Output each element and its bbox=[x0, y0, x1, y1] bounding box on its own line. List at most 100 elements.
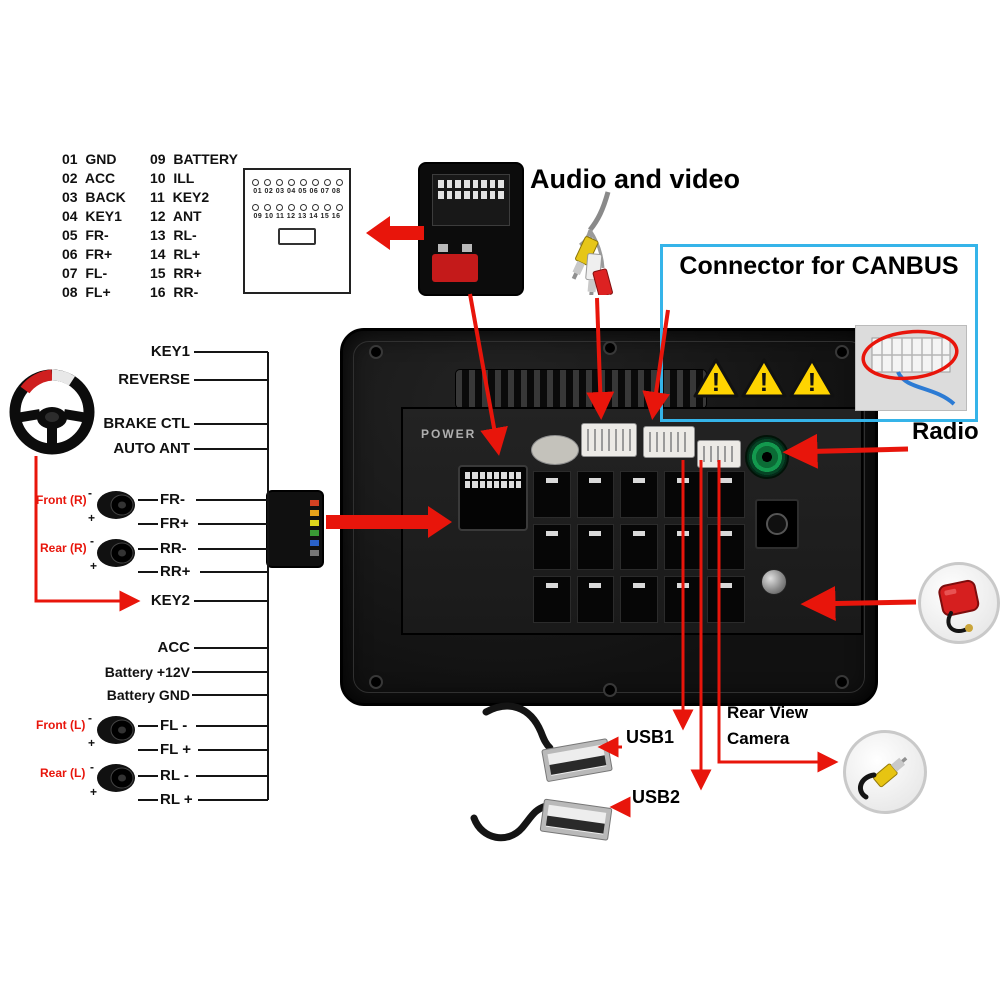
fuse-contact bbox=[462, 244, 472, 252]
gps-antenna-photo bbox=[918, 562, 1000, 644]
pinout-row: 09 BATTERY bbox=[150, 151, 238, 167]
audio-video-title: Audio and video bbox=[530, 164, 741, 194]
rear-camera-rca-photo bbox=[843, 730, 927, 814]
harness-label-rl-minus: RL - bbox=[160, 767, 189, 784]
harness-label-rr-plus: RR+ bbox=[160, 563, 191, 580]
radio-antenna-jack bbox=[745, 435, 789, 479]
screw-icon bbox=[603, 341, 617, 355]
harness-label-fr-minus: FR- bbox=[160, 491, 185, 508]
screw-icon bbox=[835, 345, 849, 359]
canbus-connector-photo bbox=[855, 325, 967, 411]
minus-sign: - bbox=[90, 534, 94, 548]
harness-label-key2: KEY2 bbox=[150, 592, 190, 609]
usb2-cable-photo bbox=[470, 798, 613, 842]
pin-row-bottom bbox=[245, 204, 349, 211]
sticker bbox=[531, 435, 579, 465]
pinout-row: 03 BACK bbox=[62, 189, 126, 205]
radio-label: Radio bbox=[912, 418, 979, 445]
pinout-row: 07 FL- bbox=[62, 265, 108, 281]
connector-pinout-diagram: 01 02 03 04 05 06 07 08 09 10 11 12 13 1… bbox=[243, 168, 351, 294]
screw-icon bbox=[603, 683, 617, 697]
rca-cables-photo bbox=[571, 191, 614, 295]
canbus-box: Connector for CANBUS ! ! ! bbox=[660, 244, 978, 422]
screw-icon bbox=[369, 345, 383, 359]
iso-pin-grid bbox=[432, 174, 510, 226]
speaker-icon bbox=[97, 716, 135, 744]
harness-label-rl-plus: RL + bbox=[160, 791, 193, 808]
power-label: POWER bbox=[421, 427, 477, 441]
rear-view-camera-line1: Rear View bbox=[727, 703, 808, 722]
av-jack-block bbox=[755, 499, 799, 549]
svg-text:!: ! bbox=[712, 367, 721, 397]
pinout-row: 02 ACC bbox=[62, 170, 116, 186]
usb1-label: USB1 bbox=[626, 727, 675, 747]
harness-label-rr-minus: RR- bbox=[160, 540, 187, 557]
rear-view-camera-label: Rear View Camera bbox=[727, 700, 808, 752]
steering-wheel-icon bbox=[9, 369, 95, 455]
screw-icon bbox=[369, 675, 383, 689]
pinout-row: 08 FL+ bbox=[62, 284, 111, 300]
speaker-label-rear-l: Rear (L) bbox=[40, 766, 86, 780]
wire-harness-connector bbox=[266, 490, 324, 568]
plus-sign: + bbox=[88, 736, 96, 750]
harness-label-acc: ACC bbox=[157, 639, 191, 656]
usb1-cable-photo bbox=[482, 702, 613, 782]
minus-sign: - bbox=[88, 711, 92, 725]
rear-view-camera-line2: Camera bbox=[727, 729, 790, 748]
minus-sign: - bbox=[88, 486, 92, 500]
connector-key-outline bbox=[278, 228, 316, 245]
harness-label-battery-gnd: Battery GND bbox=[106, 687, 190, 703]
pinout-row: 05 FR- bbox=[62, 227, 109, 243]
speaker-label-front-r: Front (R) bbox=[36, 493, 87, 507]
usb2-label: USB2 bbox=[632, 787, 681, 807]
warning-triangle-icon: ! bbox=[789, 358, 835, 398]
fuse-contact bbox=[438, 244, 448, 252]
main-power-socket bbox=[458, 465, 528, 531]
chassis-screw-icon bbox=[761, 569, 787, 595]
speaker-label-front-l: Front (L) bbox=[36, 718, 86, 732]
pinout-row: 01 GND bbox=[62, 151, 117, 167]
harness-label-reverse: REVERSE bbox=[118, 371, 190, 388]
harness-label-brake-ctl: BRAKE CTL bbox=[103, 415, 190, 432]
warning-triangle-icon: ! bbox=[741, 358, 787, 398]
pinout-table-right: 09 BATTERY 10 ILL 11 KEY2 12 ANT 13 RL- … bbox=[150, 150, 238, 302]
pin-numbers-bottom: 09 10 11 12 13 14 15 16 bbox=[253, 213, 341, 220]
pinout-row: 15 RR+ bbox=[150, 265, 202, 281]
pinout-row: 11 KEY2 bbox=[150, 189, 210, 205]
harness-label-fl-minus: FL - bbox=[160, 717, 188, 734]
arrow-wheel-to-key2 bbox=[34, 456, 141, 612]
white-connector-socket-1 bbox=[581, 423, 637, 457]
pin-row-top bbox=[245, 179, 349, 186]
pinout-row: 10 ILL bbox=[150, 170, 195, 186]
pinout-row: 16 RR- bbox=[150, 284, 199, 300]
pinout-row: 12 ANT bbox=[150, 208, 202, 224]
harness-label-auto-ant: AUTO ANT bbox=[113, 440, 190, 457]
pinout-table-left: 01 GND 02 ACC 03 BACK 04 KEY1 05 FR- 06 … bbox=[62, 150, 126, 302]
pinout-row: 14 RL+ bbox=[150, 246, 201, 262]
speaker-label-rear-r: Rear (R) bbox=[40, 541, 87, 555]
speaker-icon bbox=[97, 539, 135, 567]
connector-block-array bbox=[533, 471, 745, 623]
harness-label-fl-plus: FL + bbox=[160, 741, 191, 758]
harness-label-key1: KEY1 bbox=[150, 343, 190, 360]
screw-icon bbox=[835, 675, 849, 689]
fuse-icon bbox=[432, 254, 478, 282]
harness-label-battery-12v: Battery +12V bbox=[104, 664, 190, 680]
pinout-row: 06 FR+ bbox=[62, 246, 113, 262]
arrow-pinout-to-connector bbox=[366, 216, 424, 250]
white-connector-socket-3 bbox=[697, 440, 741, 468]
pinout-row: 13 RL- bbox=[150, 227, 197, 243]
canbus-title: Connector for CANBUS bbox=[679, 252, 959, 280]
white-connector-socket-2 bbox=[643, 426, 695, 458]
svg-text:!: ! bbox=[760, 367, 769, 397]
minus-sign: - bbox=[90, 760, 94, 774]
warning-triangle-icon: ! bbox=[693, 358, 739, 398]
plus-sign: + bbox=[88, 511, 96, 525]
plus-sign: + bbox=[90, 785, 98, 799]
svg-text:!: ! bbox=[808, 367, 817, 397]
pinout-row: 04 KEY1 bbox=[62, 208, 122, 224]
speaker-icon bbox=[97, 764, 135, 792]
harness-label-fr-plus: FR+ bbox=[160, 515, 189, 532]
iso-power-connector-photo bbox=[418, 162, 524, 296]
